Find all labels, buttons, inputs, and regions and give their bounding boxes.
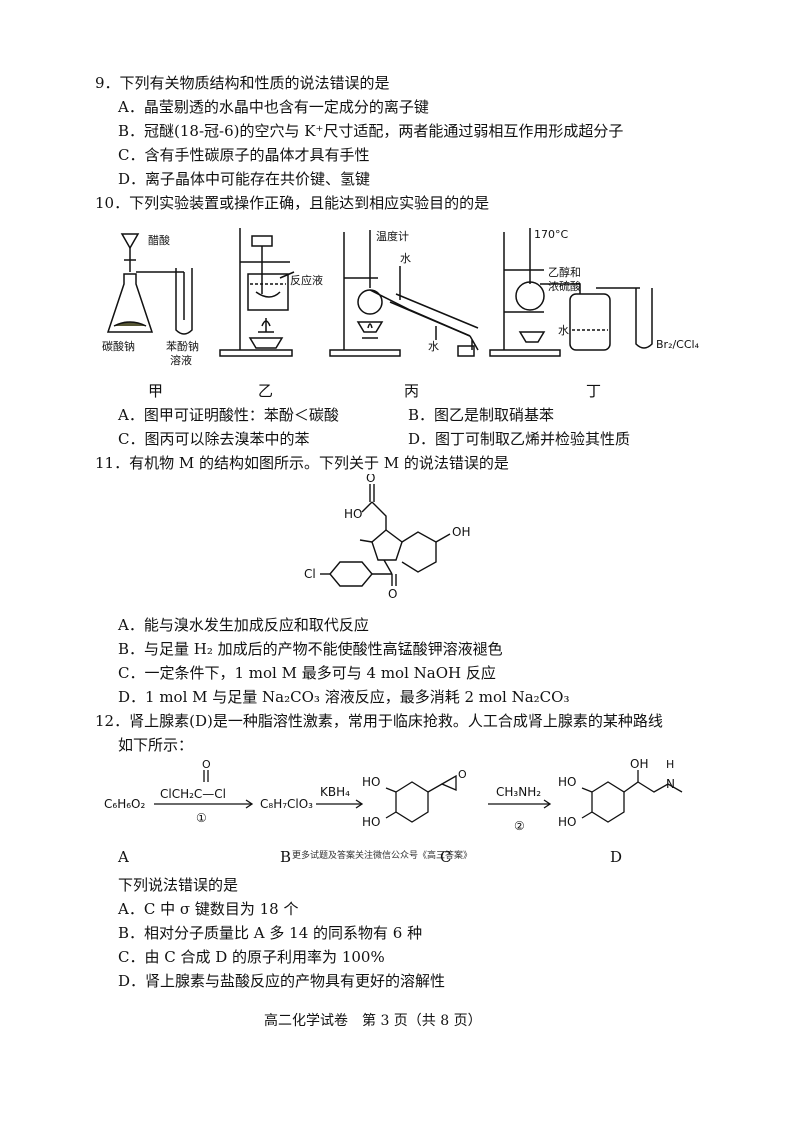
caption-yi: 乙 bbox=[258, 382, 274, 400]
q9-stem: 9．下列有关物质结构和性质的说法错误的是 bbox=[95, 74, 390, 92]
q10-option-c: C．图丙可以除去溴苯中的苯 bbox=[118, 430, 310, 448]
q11-option-d: D．1 mol M 与足量 Na₂CO₃ 溶液反应，最多消耗 2 mol Na₂… bbox=[118, 688, 570, 706]
struct-oh: OH bbox=[452, 525, 470, 539]
c-ho-bottom: HO bbox=[362, 815, 380, 829]
label-sodium-carbonate: 碳酸钠 bbox=[102, 339, 135, 353]
label-reaction-liquid: 反应液 bbox=[290, 273, 323, 287]
d-ho-bottom: HO bbox=[558, 815, 576, 829]
label-solution: 溶液 bbox=[170, 353, 192, 367]
apparatus-jia bbox=[106, 233, 193, 335]
q9-option-c: C．含有手性碳原子的晶体才具有手性 bbox=[118, 146, 370, 164]
q11-option-a: A．能与溴水发生加成反应和取代反应 bbox=[118, 616, 369, 634]
q12-stem-line1: 12．肾上腺素(D)是一种脂溶性激素，常用于临床抢救。人工合成肾上腺素的某种路线 bbox=[95, 712, 663, 730]
structure-m: O HO OH Cl O bbox=[304, 474, 470, 601]
compound-label-b: B bbox=[280, 848, 292, 866]
q12-option-a: A．C 中 σ 键数目为 18 个 bbox=[118, 900, 299, 918]
reagent2: KBH₄ bbox=[320, 785, 350, 799]
step1-mark: ① bbox=[196, 811, 207, 825]
caption-jia: 甲 bbox=[148, 382, 164, 400]
label-water-in: 水 bbox=[400, 252, 411, 265]
page-footer: 高二化学试卷 第 3 页（共 8 页） bbox=[264, 1013, 482, 1029]
d-oh: OH bbox=[630, 757, 648, 771]
epoxide-o: O bbox=[458, 768, 467, 781]
q9-option-a: A．晶莹剔透的水晶中也含有一定成分的离子键 bbox=[118, 98, 429, 116]
compound-label-c: C bbox=[440, 848, 452, 866]
label-sodium-phenoxide: 苯酚钠 bbox=[166, 339, 199, 353]
q9-option-d: D．离子晶体中可能存在共价键、氢键 bbox=[118, 170, 371, 188]
apparatus-ding bbox=[489, 228, 653, 357]
compound-a-formula: C₆H₆O₂ bbox=[104, 797, 145, 811]
label-water: 水 bbox=[558, 324, 569, 337]
apparatus-yi bbox=[219, 228, 295, 357]
reagent3: CH₃NH₂ bbox=[496, 785, 541, 799]
q10-apparatus-figure: 醋酸 碳酸钠 苯酚钠 溶液 反应液 温度计 水 水 170°C 乙醇和 浓硫酸 … bbox=[102, 228, 700, 367]
apparatus-bing bbox=[329, 230, 479, 357]
q10-stem: 10．下列实验装置或操作正确，且能达到相应实验目的的是 bbox=[95, 194, 490, 212]
q9-option-b: B．冠醚(18-冠-6)的空穴与 K⁺尺寸适配，两者能通过弱相互作用形成超分子 bbox=[118, 122, 624, 140]
struct-o-keto: O bbox=[388, 587, 397, 601]
caption-bing: 丙 bbox=[404, 382, 420, 400]
compound-label-d: D bbox=[610, 848, 623, 866]
q12-sub-stem: 下列说法错误的是 bbox=[118, 876, 239, 894]
reagent1-o: O bbox=[202, 758, 211, 771]
compound-label-a: A bbox=[118, 848, 129, 866]
reagent1: ClCH₂C—Cl bbox=[160, 787, 226, 801]
label-water-out: 水 bbox=[428, 340, 439, 353]
compound-b-formula: C₈H₇ClO₃ bbox=[260, 797, 313, 811]
q12-option-b: B．相对分子质量比 A 多 14 的同系物有 6 种 bbox=[118, 924, 423, 942]
q11-stem: 11．有机物 M 的结构如图所示。下列关于 M 的说法错误的是 bbox=[95, 454, 509, 472]
label-ethanol: 乙醇和 bbox=[548, 265, 581, 279]
caption-ding: 丁 bbox=[586, 382, 602, 400]
struct-ho: HO bbox=[344, 507, 362, 521]
q10-option-a: A．图甲可证明酸性：苯酚＜碳酸 bbox=[118, 406, 339, 424]
c-ho-top: HO bbox=[362, 775, 380, 789]
label-thermometer: 温度计 bbox=[376, 229, 409, 243]
d-h: H bbox=[666, 758, 674, 771]
label-sulfuric-acid: 浓硫酸 bbox=[548, 279, 581, 293]
synthesis-scheme: C₆H₆O₂ O ClCH₂C—Cl ① C₈H₇ClO₃ KBH₄ HO HO… bbox=[104, 757, 683, 833]
d-ho-top: HO bbox=[558, 775, 576, 789]
d-n: N bbox=[666, 777, 675, 791]
watermark: 更多试题及答案关注微信公众号《高三答案》 bbox=[292, 851, 473, 861]
q10-option-d: D．图丁可制取乙烯并检验其性质 bbox=[408, 430, 631, 448]
q11-option-c: C．一定条件下，1 mol M 最多可与 4 mol NaOH 反应 bbox=[118, 664, 496, 682]
label-acid: 醋酸 bbox=[148, 233, 170, 247]
q12-option-d: D．肾上腺素与盐酸反应的产物具有更好的溶解性 bbox=[118, 972, 446, 990]
q12-stem-line2: 如下所示： bbox=[118, 736, 194, 754]
q11-option-b: B．与足量 H₂ 加成后的产物不能使酸性高锰酸钾溶液褪色 bbox=[118, 640, 503, 658]
struct-o-top: O bbox=[366, 474, 375, 485]
step2-mark: ② bbox=[514, 819, 525, 833]
struct-cl: Cl bbox=[304, 567, 316, 581]
q10-option-b: B．图乙是制取硝基苯 bbox=[408, 406, 555, 424]
q12-option-c: C．由 C 合成 D 的原子利用率为 100% bbox=[118, 948, 385, 966]
label-bromine: Br₂/CCl₄ bbox=[656, 338, 700, 351]
label-temperature: 170°C bbox=[534, 228, 568, 241]
